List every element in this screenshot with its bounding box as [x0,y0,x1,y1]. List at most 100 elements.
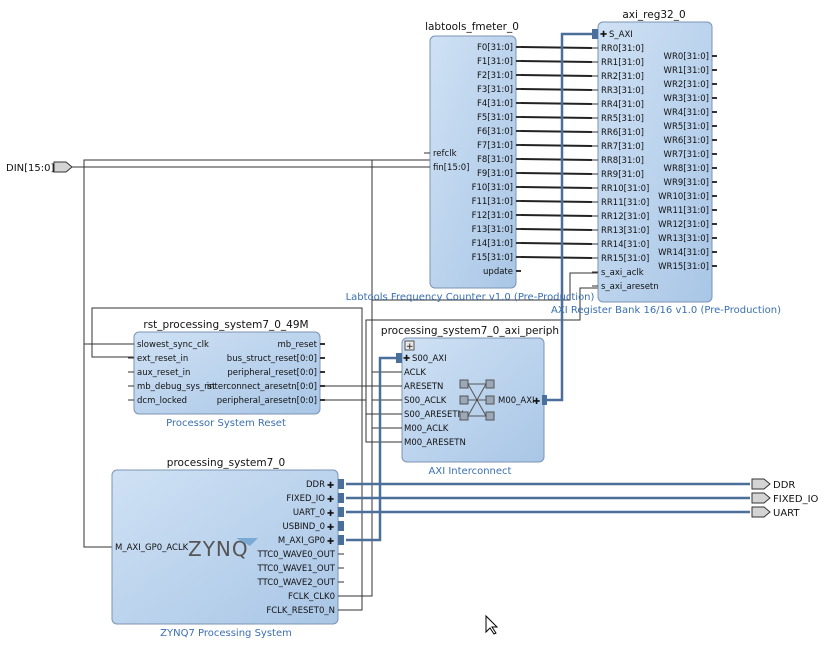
ps7-pin-ttc0-wave1-out[interactable]: TTC0_WAVE1_OUT [257,564,345,574]
axireg-pin-rr8[interactable]: RR8[31:0] [592,156,644,166]
plus-icon[interactable]: ✚ [327,481,334,491]
fmeter-pin-f9[interactable]: F9[31:0] [477,169,521,179]
ps7-pin-ddr[interactable]: DDR✚ [306,479,344,491]
block-rst[interactable]: rst_processing_system7_0_49M slowest_syn… [128,319,325,429]
net-f10-rr10[interactable] [520,186,593,189]
ps7-body[interactable] [111,469,339,625]
axireg-pin-rr15[interactable]: RR15[31:0] [592,254,649,264]
port-ddr[interactable]: DDR [751,478,795,491]
rst-pin-bus-struct-reset[interactable]: bus_struct_reset[0:0] [227,354,325,364]
ps7-pin-ttc0-wave0-out[interactable]: TTC0_WAVE0_OUT [257,550,345,560]
axireg-pin-rr0[interactable]: RR0[31:0] [592,44,644,54]
axireg-pin-wr8[interactable]: WR8[31:0] [664,164,717,174]
rst-pin-interconnect-aresetn[interactable]: interconnect_aresetn[0:0] [207,382,325,392]
fmeter-pin-f0[interactable]: F0[31:0] [477,43,521,53]
net-gp0-aclk[interactable] [83,159,372,548]
net-f8-rr8[interactable] [520,158,593,161]
axireg-pin-wr13[interactable]: WR13[31:0] [658,234,717,244]
net-fclk-reset[interactable] [91,307,363,611]
plus-icon[interactable]: ✚ [600,30,607,40]
axireg-pin-rr10[interactable]: RR10[31:0] [592,184,649,194]
axireg-pin-wr7[interactable]: WR7[31:0] [664,150,717,160]
periph-output-connector[interactable] [542,395,547,405]
net-f12-rr12[interactable] [520,214,593,217]
net-f7-rr7[interactable] [520,144,593,147]
net-fclk-clk0[interactable] [338,159,430,597]
net-f5-rr5[interactable] [520,116,593,119]
port-uart[interactable]: UART [751,506,800,519]
periph-pin-m00-aclk[interactable]: M00_ACLK [396,424,449,434]
net-f0-rr0[interactable] [520,46,593,49]
fmeter-pin-f7[interactable]: F7[31:0] [477,141,521,151]
expand-button[interactable]: + [404,340,415,352]
ps7-pin-fclk-reset0-n[interactable]: FCLK_RESET0_N [266,606,344,616]
net-f14-rr14[interactable] [520,242,593,245]
axireg-pin-rr7[interactable]: RR7[31:0] [592,142,644,152]
bus-connector[interactable] [338,479,344,489]
net-periph-aresetn-axireg[interactable] [365,287,598,400]
periph-pin-m00-aresetn[interactable]: M00_ARESETN [396,438,466,448]
axireg-pin-wr5[interactable]: WR5[31:0] [664,122,717,132]
axireg-pin-rr5[interactable]: RR5[31:0] [592,114,644,124]
bus-connector[interactable] [338,493,344,503]
ps7-pin-fixed-io[interactable]: FIXED_IO✚ [286,493,344,505]
fmeter-pin-f10[interactable]: F10[31:0] [472,183,521,193]
axireg-pin-wr14[interactable]: WR14[31:0] [658,248,717,258]
fmeter-pin-f3[interactable]: F3[31:0] [477,85,521,95]
fmeter-pin-refclk[interactable]: refclk [424,149,457,159]
periph-pin-aresetn[interactable]: ARESETN [396,382,443,392]
axireg-pin-rr12[interactable]: RR12[31:0] [592,212,649,222]
net-f9-rr9[interactable] [520,172,593,175]
block-axi-periph[interactable]: processing_system7_0_axi_periph + ✚S00_A… [381,325,559,477]
rst-pin-slowest-sync-clk[interactable]: slowest_sync_clk [128,340,209,350]
rst-pin-peripheral-aresetn[interactable]: peripheral_aresetn[0:0] [217,396,325,406]
fmeter-body[interactable] [429,35,517,289]
plus-icon[interactable]: ✚ [403,354,410,364]
fmeter-pin-f15[interactable]: F15[31:0] [472,253,521,263]
axireg-bus-connector[interactable] [592,29,598,39]
plus-icon[interactable]: ✚ [327,523,334,533]
fmeter-pin-f6[interactable]: F6[31:0] [477,127,521,137]
net-f2-rr2[interactable] [520,74,593,77]
net-f6-rr6[interactable] [520,130,593,133]
fmeter-pin-update[interactable]: update [483,267,521,277]
rst-pin-peripheral-reset[interactable]: peripheral_reset[0:0] [227,368,325,378]
rst-pin-dcm-locked[interactable]: dcm_locked [128,396,187,406]
ps7-pin-ttc0-wave2-out[interactable]: TTC0_WAVE2_OUT [257,578,345,588]
axireg-pin-rr3[interactable]: RR3[31:0] [592,86,644,96]
fmeter-pin-f11[interactable]: F11[31:0] [472,197,521,207]
fmeter-pin-f2[interactable]: F2[31:0] [477,71,521,81]
axireg-bus-pin[interactable]: ✚ S_AXI [592,29,633,40]
ps7-pin-fclk-clk0[interactable]: FCLK_CLK0 [288,592,344,602]
net-f11-rr11[interactable] [520,200,593,203]
bus-connector[interactable] [338,507,344,517]
net-f1-rr1[interactable] [520,60,593,63]
axireg-pin-s-axi-aclk[interactable]: s_axi_aclk [592,268,644,278]
net-f15-rr15[interactable] [520,256,593,259]
axireg-pin-wr12[interactable]: WR12[31:0] [658,220,717,230]
fmeter-pin-f4[interactable]: F4[31:0] [477,99,521,109]
fmeter-pin-f12[interactable]: F12[31:0] [472,211,521,221]
ps7-input-pin[interactable]: M_AXI_GP0_ACLK [115,543,189,553]
axireg-pin-rr4[interactable]: RR4[31:0] [592,100,644,110]
ps7-pin-m-axi-gp0[interactable]: M_AXI_GP0✚ [278,535,344,547]
axireg-pin-wr0[interactable]: WR0[31:0] [664,52,717,62]
periph-pin-s00-aclk[interactable]: S00_ACLK [396,396,447,406]
periph-output-pin[interactable]: M00_AXI ✚ [498,395,547,407]
axireg-pin-wr1[interactable]: WR1[31:0] [664,66,717,76]
port-din[interactable]: DIN[15:0] [6,161,73,174]
net-clk-to-axireg[interactable] [372,272,598,301]
rst-pin-aux-reset-in[interactable]: aux_reset_in [128,368,190,378]
net-f13-rr13[interactable] [520,228,593,231]
net-f3-rr3[interactable] [520,88,593,91]
plus-icon[interactable]: ✚ [327,495,334,505]
periph-bus-connector[interactable] [396,353,402,363]
periph-pin-s00-aresetn[interactable]: S00_ARESETN [396,410,464,420]
axireg-pin-wr4[interactable]: WR4[31:0] [664,108,717,118]
axireg-pin-rr14[interactable]: RR14[31:0] [592,240,649,250]
periph-pin-aclk[interactable]: ACLK [396,368,426,378]
block-axi-reg32[interactable]: axi_reg32_0 ✚ S_AXI RR0[31:0]RR1[31:0]RR… [551,9,781,316]
axireg-pin-wr11[interactable]: WR11[31:0] [658,206,717,216]
fmeter-pin-f14[interactable]: F14[31:0] [472,239,521,249]
